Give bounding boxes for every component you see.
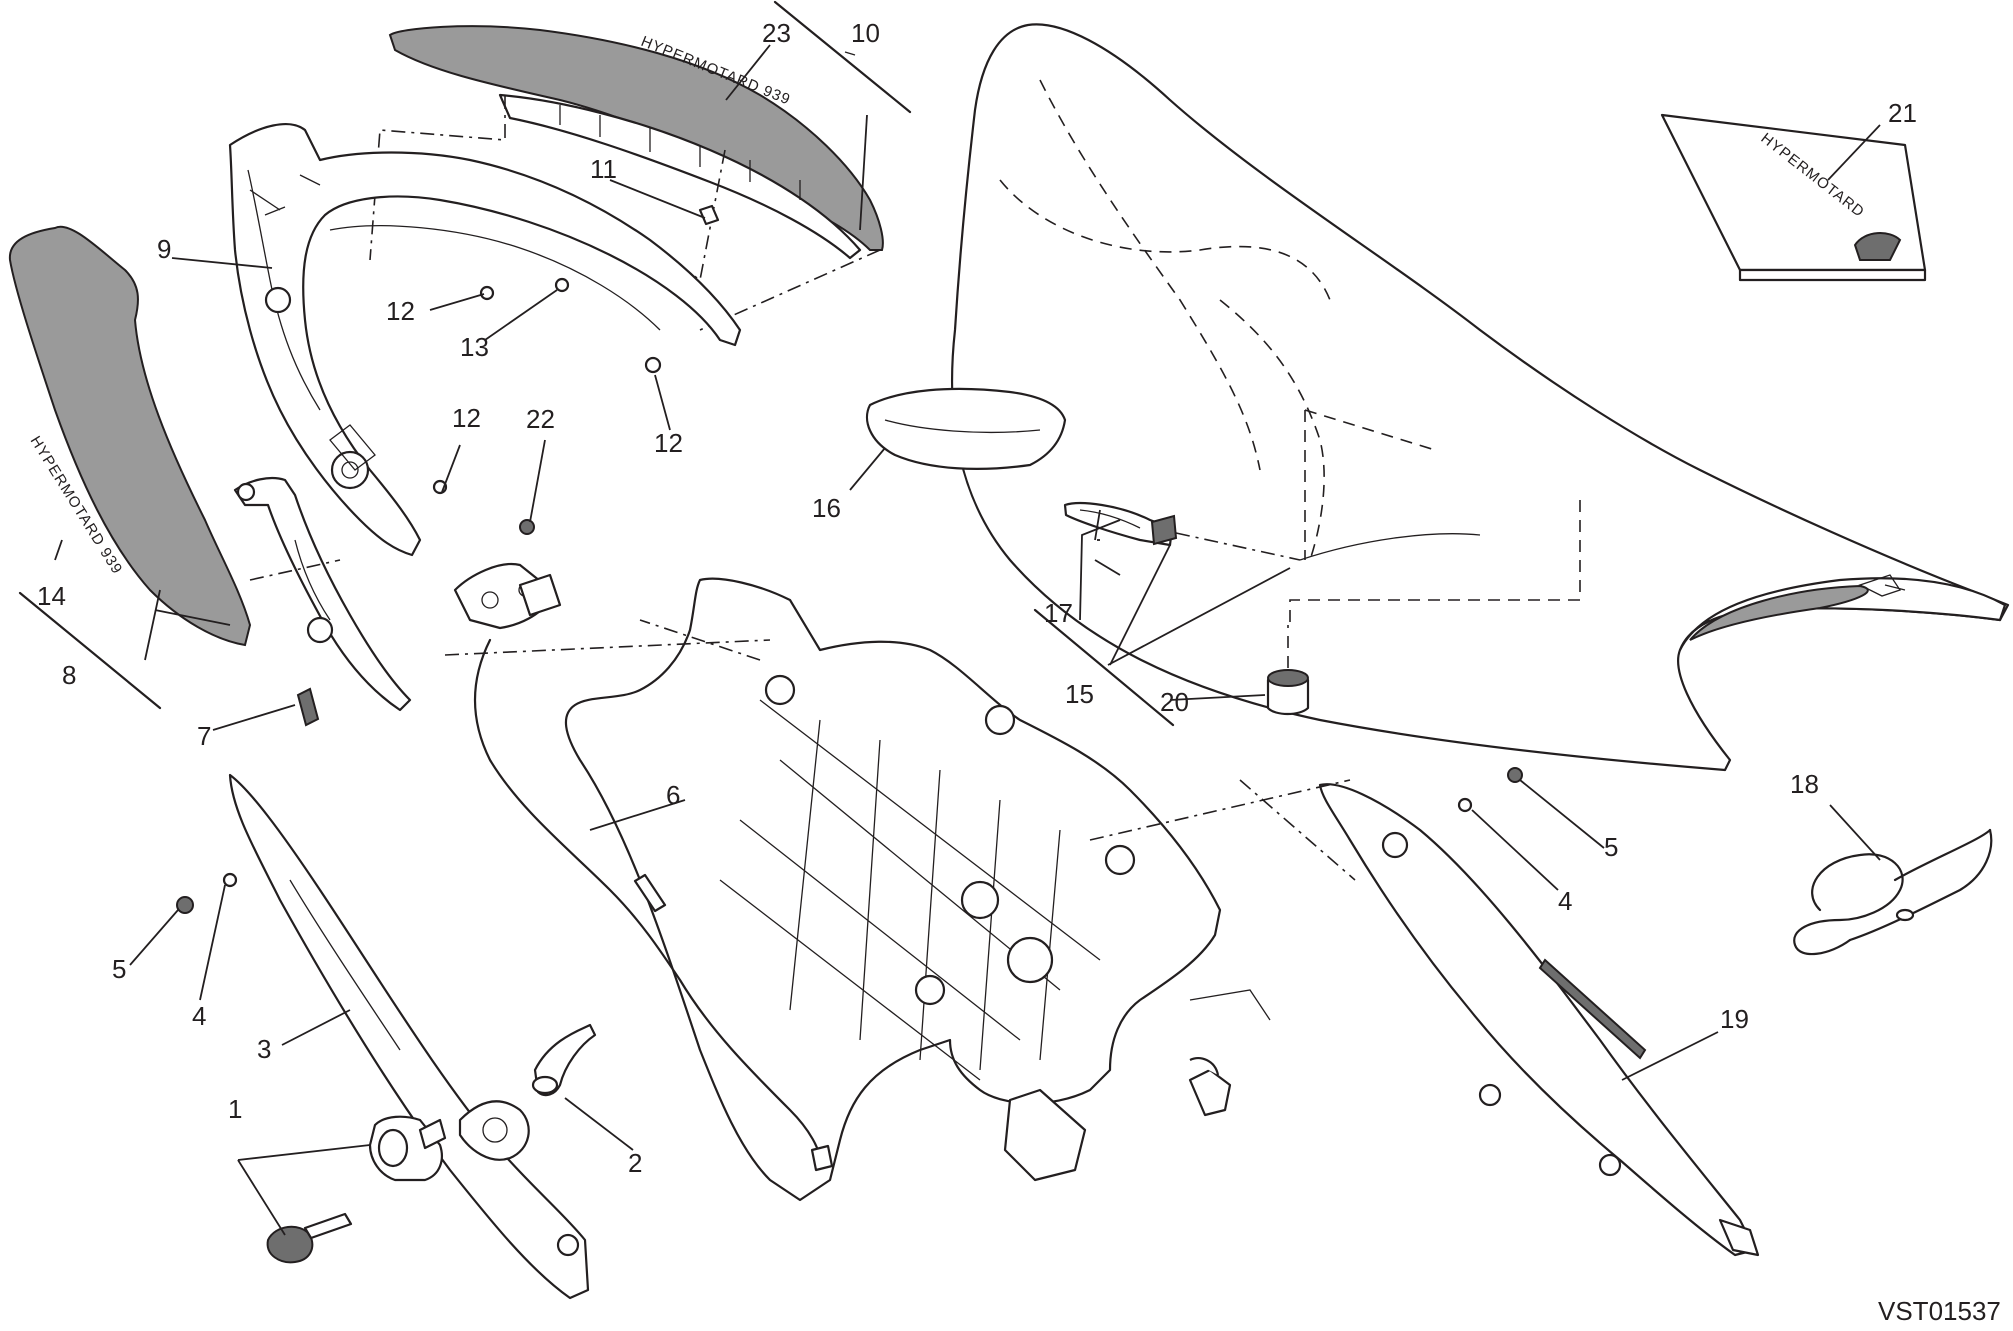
seat-release-cable bbox=[473, 638, 834, 1172]
callout-15: 15 bbox=[1065, 679, 1094, 709]
right-side-panel bbox=[1318, 783, 1760, 1257]
callout-7: 7 bbox=[197, 721, 211, 751]
callout-labels: 1 2 3 4 5 6 7 8 9 10 11 12 12 12 13 14 1… bbox=[37, 18, 1917, 1178]
callout-5-right: 5 bbox=[1604, 832, 1618, 862]
callout-9: 9 bbox=[157, 234, 171, 264]
callout-14: 14 bbox=[37, 581, 66, 611]
callout-1: 1 bbox=[228, 1094, 242, 1124]
callout-4-right: 4 bbox=[1558, 886, 1572, 916]
rubber-pad bbox=[1266, 625, 1310, 716]
ignition-lock bbox=[266, 1115, 447, 1264]
callout-6: 6 bbox=[666, 780, 680, 810]
drawing-code: VST01537 bbox=[1878, 1296, 2001, 1326]
seat-pad bbox=[865, 387, 1067, 470]
callout-3: 3 bbox=[257, 1034, 271, 1064]
tail-cover-top: HYPERMOTARD 939 bbox=[369, 25, 884, 331]
callout-4: 4 bbox=[192, 1001, 206, 1031]
callout-22: 22 bbox=[526, 404, 555, 434]
callout-19: 19 bbox=[1720, 1004, 1749, 1034]
callout-2: 2 bbox=[628, 1148, 642, 1178]
group-brackets bbox=[18, 0, 1175, 727]
callout-16: 16 bbox=[812, 493, 841, 523]
owners-manual: HYPERMOTARD bbox=[1660, 113, 1927, 282]
helmet-cable bbox=[1793, 828, 1993, 956]
tail-frame bbox=[228, 123, 742, 557]
callout-18: 18 bbox=[1790, 769, 1819, 799]
leader-lines bbox=[54, 44, 1881, 1236]
seat-latch bbox=[444, 562, 771, 656]
callout-12c: 12 bbox=[654, 428, 683, 458]
callout-13: 13 bbox=[460, 332, 489, 362]
callout-12b: 12 bbox=[452, 403, 481, 433]
side-bracket bbox=[233, 476, 412, 712]
seat-strap bbox=[1063, 502, 1301, 561]
callout-21: 21 bbox=[1888, 98, 1917, 128]
callout-8: 8 bbox=[62, 660, 76, 690]
callout-17: 17 bbox=[1044, 598, 1073, 628]
seat bbox=[950, 23, 2010, 772]
callout-20: 20 bbox=[1160, 687, 1189, 717]
rear-subframe bbox=[564, 577, 1356, 1202]
lock-bracket bbox=[531, 1023, 597, 1097]
callout-10: 10 bbox=[851, 18, 880, 48]
callout-5: 5 bbox=[112, 954, 126, 984]
callout-12a: 12 bbox=[386, 296, 415, 326]
left-side-panel bbox=[228, 773, 590, 1300]
callout-23: 23 bbox=[762, 18, 791, 48]
callout-11: 11 bbox=[590, 154, 617, 184]
fasteners bbox=[176, 204, 1523, 914]
